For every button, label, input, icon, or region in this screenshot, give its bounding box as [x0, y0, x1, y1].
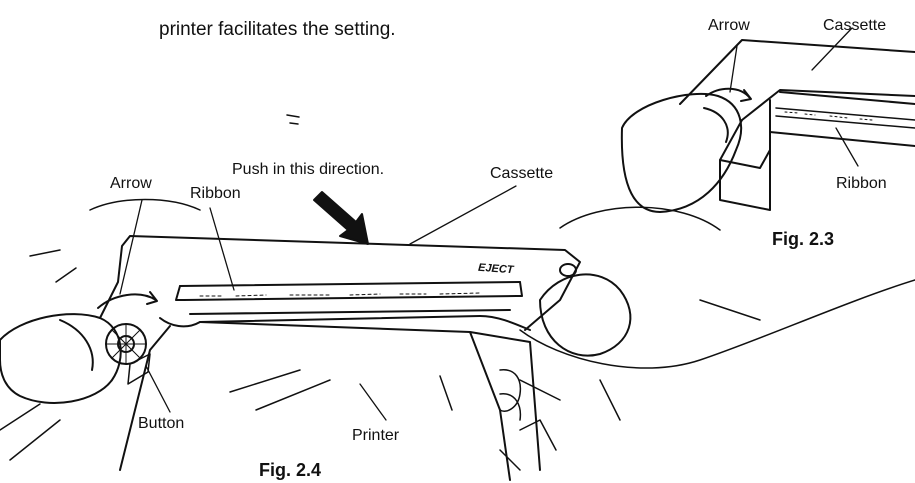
fig24-cassette-body: [100, 236, 580, 330]
fig23-finger: [622, 94, 741, 212]
fig24-ribbon-texture: [200, 293, 480, 296]
fig24-right-finger: [540, 274, 630, 355]
fig23-ribbon: [776, 108, 915, 128]
fig24-left-finger: [0, 314, 121, 403]
fig23-ribbon-label: Ribbon: [836, 175, 887, 192]
fig23-cassette-front: [770, 92, 915, 146]
fig24-printer-body: [120, 322, 540, 480]
fig24-eject-button: [560, 264, 576, 276]
fig24-push-label: Push in this direction.: [232, 161, 385, 178]
fig24-caption: Fig. 2.4: [259, 460, 322, 480]
fig-2-3-drawing: [622, 28, 915, 212]
fig24-button-label: Button: [138, 415, 185, 432]
fig24-ribbon-label: Ribbon: [190, 185, 241, 202]
fig24-arrow-label: Arrow: [110, 175, 152, 192]
fig23-cassette-body: [680, 40, 915, 120]
fig24-printer-label: Printer: [352, 427, 400, 444]
fig24-cassette-label: Cassette: [490, 165, 554, 182]
fig24-ribbon-channel: [180, 282, 520, 314]
fig24-arrow-mark: [98, 292, 157, 308]
fig23-caption: Fig. 2.3: [772, 229, 835, 249]
fig-2-4-drawing: [0, 115, 915, 480]
fig23-arrow-label: Arrow: [708, 17, 750, 34]
fig23-arrow-mark: [706, 89, 751, 101]
intro-text: printer facilitates the setting.: [159, 19, 396, 40]
fig23-cassette-label: Cassette: [823, 17, 887, 34]
push-arrow-icon: [314, 192, 368, 244]
